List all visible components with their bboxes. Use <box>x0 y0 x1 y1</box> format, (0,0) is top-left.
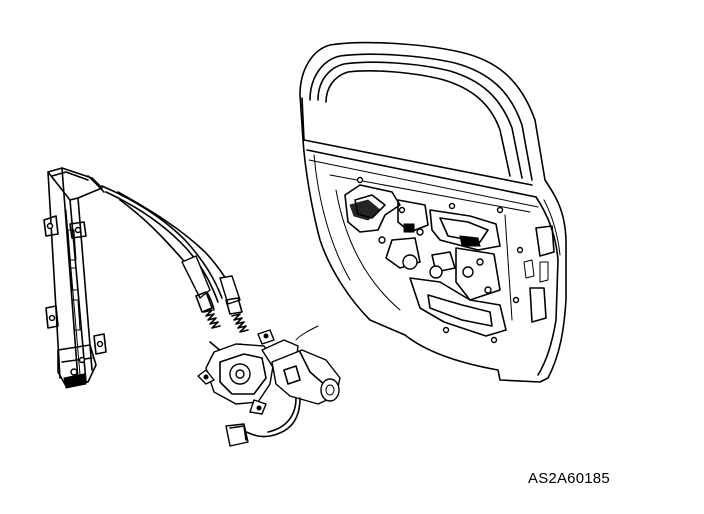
rear-door-panel <box>299 41 567 383</box>
window-regulator <box>43 167 341 447</box>
figure-reference-code: AS2A60185 <box>528 470 610 487</box>
